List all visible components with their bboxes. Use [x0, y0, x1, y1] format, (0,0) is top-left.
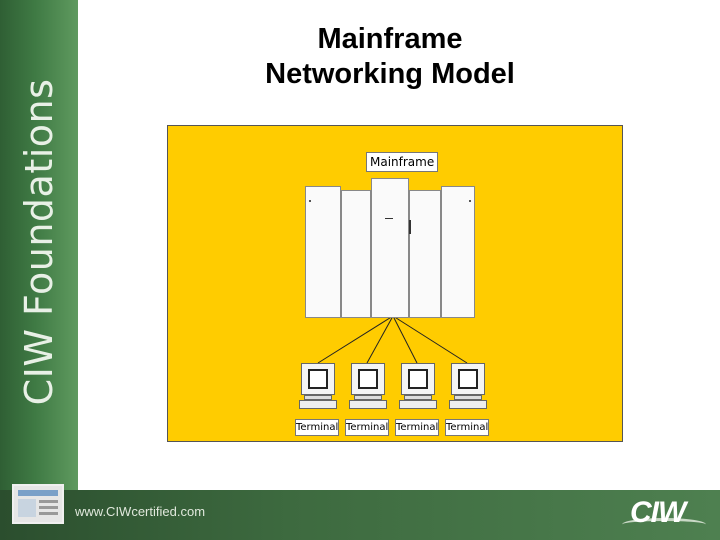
connection-lines — [317, 315, 468, 364]
mainframe-computer — [305, 178, 475, 318]
sidebar-brand-text: CIW Foundations — [17, 78, 61, 406]
footer-url-link[interactable]: www.CIWcertified.com — [75, 504, 206, 519]
mainframe-label: Mainframe — [366, 152, 439, 172]
terminal-label-4: Terminal — [445, 419, 489, 436]
slide-title: Mainframe Networking Model — [200, 22, 580, 92]
sidebar-banner: CIW Foundations — [0, 0, 78, 490]
footer-bar: www.CIWcertified.com CIW — [0, 484, 720, 540]
terminal-label-2: Terminal — [345, 419, 389, 436]
title-line-1: Mainframe — [317, 23, 463, 55]
screen-thumbnail-icon — [12, 484, 64, 524]
ciw-logo: CIW — [622, 494, 706, 534]
network-diagram: Mainframe Terminal Terminal Terminal Ter… — [167, 125, 623, 442]
ciw-logo-text: CIW — [630, 496, 686, 529]
terminal-label-1: Terminal — [295, 419, 339, 436]
terminal-label-3: Terminal — [395, 419, 439, 436]
title-line-2: Networking Model — [265, 58, 515, 90]
